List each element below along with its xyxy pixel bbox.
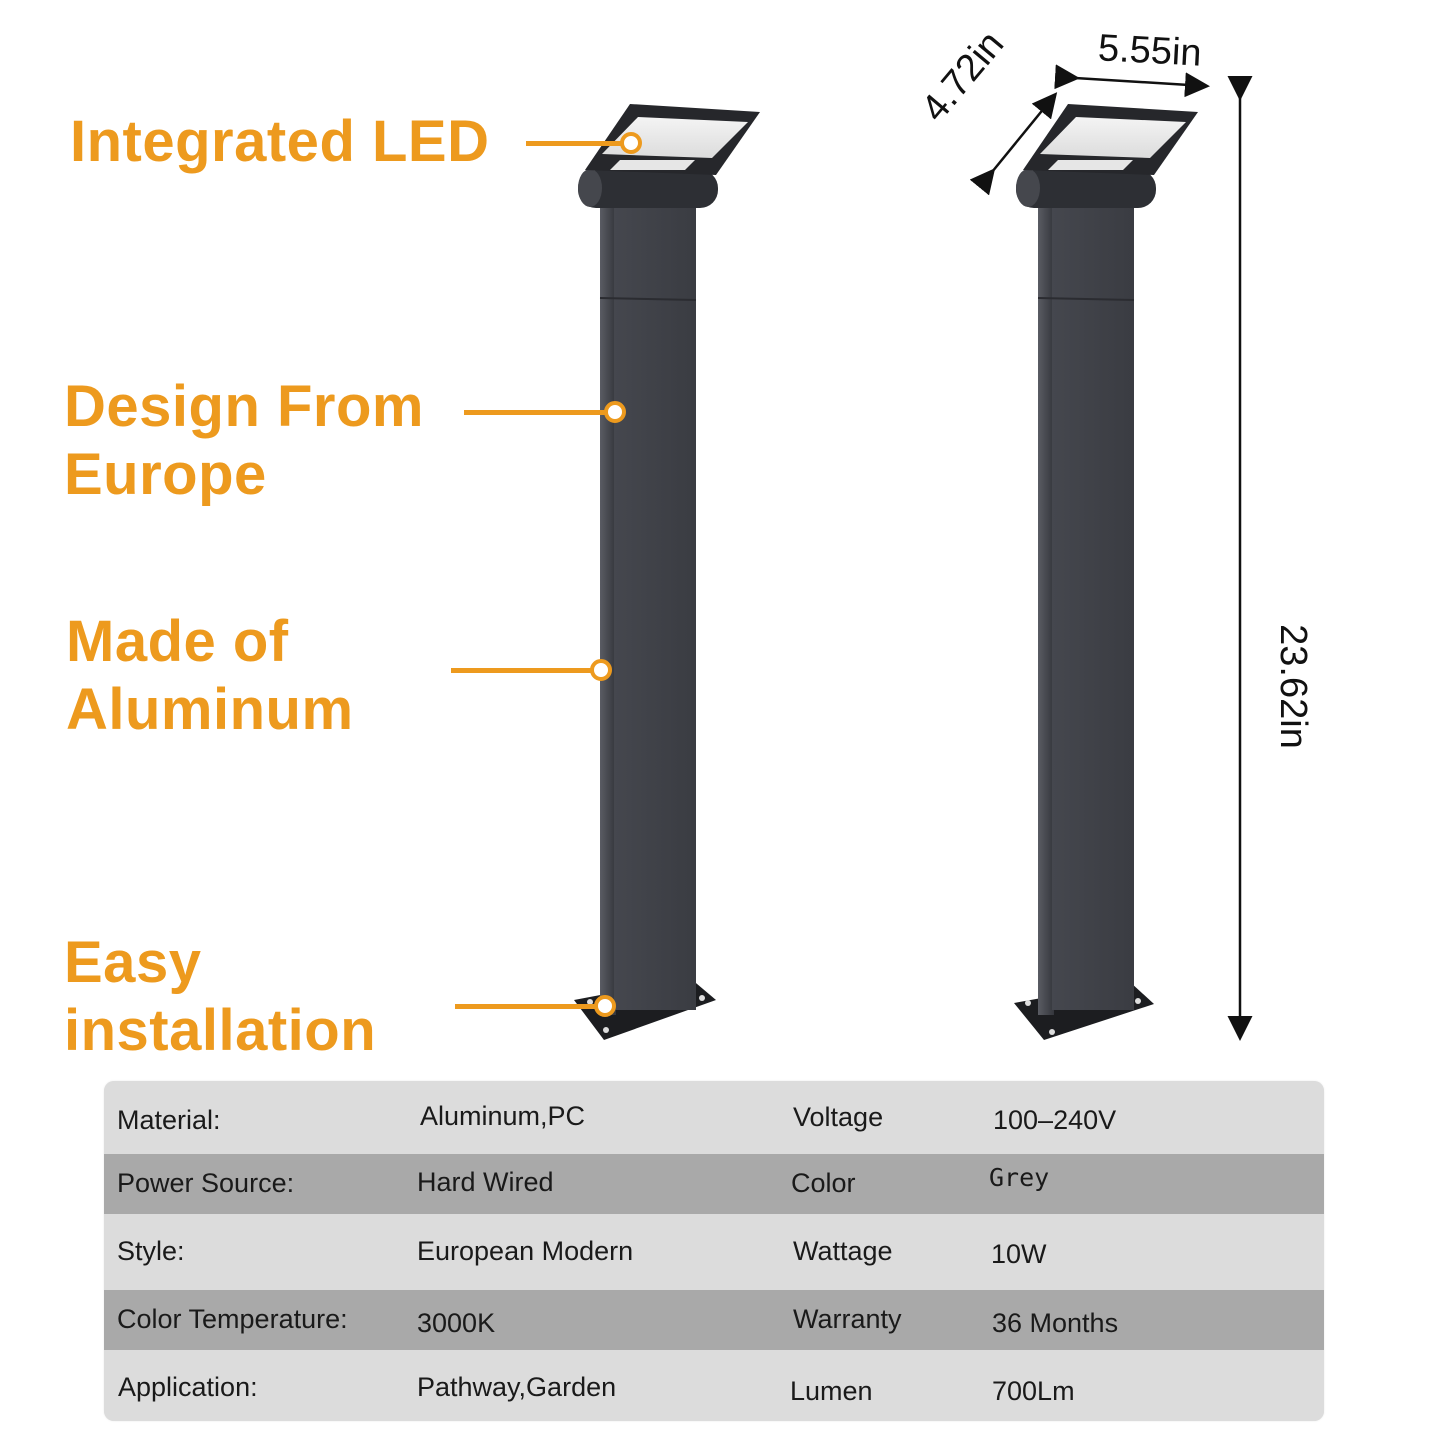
spec-row-power-source: Power Source: Hard Wired Color Grey — [104, 1154, 1324, 1214]
spec-value: Hard Wired — [417, 1167, 554, 1197]
spec-row-color-temperature: Color Temperature: 3000K Warranty 36 Mon… — [104, 1290, 1324, 1350]
spec-label: Color — [791, 1168, 856, 1198]
spec-label: Power Source: — [117, 1168, 295, 1198]
lamp-left — [574, 104, 760, 1040]
dimension-arrows — [969, 64, 1253, 1041]
callout-dot-led — [620, 132, 642, 154]
callout-line-led — [526, 141, 624, 146]
spec-value: Grey — [989, 1163, 1050, 1192]
callout-line-design — [464, 410, 606, 415]
callout-dot-design — [604, 401, 626, 423]
spec-label: Wattage — [793, 1236, 893, 1266]
spec-label: Style: — [117, 1236, 185, 1266]
feature-integrated-led: Integrated LED — [70, 109, 490, 174]
dimension-width-label: 5.55in — [1096, 27, 1203, 75]
spec-table: Material: Aluminum,PC Voltage 100–240V P… — [104, 1081, 1324, 1421]
dimension-height-label: 23.62in — [1271, 624, 1314, 749]
spec-value: 3000K — [417, 1308, 496, 1338]
feature-made-of-aluminum: Made of Aluminum — [66, 609, 354, 742]
lamp-right — [1014, 104, 1198, 1040]
callout-dot-aluminum — [590, 659, 612, 681]
spec-label: Lumen — [790, 1376, 873, 1406]
spec-label: Voltage — [793, 1102, 884, 1132]
spec-value: 10W — [991, 1239, 1047, 1269]
product-illustration — [574, 64, 1253, 1041]
spec-value: European Modern — [417, 1236, 634, 1266]
callout-dot-installation — [594, 995, 616, 1017]
spec-row-material: Material: Aluminum,PC Voltage 100–240V — [104, 1081, 1324, 1154]
spec-value: 700Lm — [992, 1376, 1075, 1406]
spec-label: Color Temperature: — [117, 1304, 348, 1334]
spec-value: 100–240V — [993, 1105, 1117, 1135]
feature-design-from-europe: Design From Europe — [64, 374, 424, 507]
spec-label: Material: — [117, 1105, 221, 1135]
feature-easy-installation: Easy installation — [64, 930, 377, 1063]
spec-label: Warranty — [793, 1304, 902, 1334]
spec-row-style: Style: European Modern Wattage 10W — [104, 1214, 1324, 1290]
callout-line-installation — [455, 1004, 597, 1009]
spec-value: 36 Months — [992, 1308, 1119, 1338]
callout-line-aluminum — [451, 668, 593, 673]
spec-row-application: Application: Pathway,Garden Lumen 700Lm — [104, 1350, 1324, 1421]
spec-label: Application: — [118, 1372, 258, 1402]
spec-value: Pathway,Garden — [417, 1372, 617, 1402]
spec-value: Aluminum,PC — [420, 1101, 586, 1131]
